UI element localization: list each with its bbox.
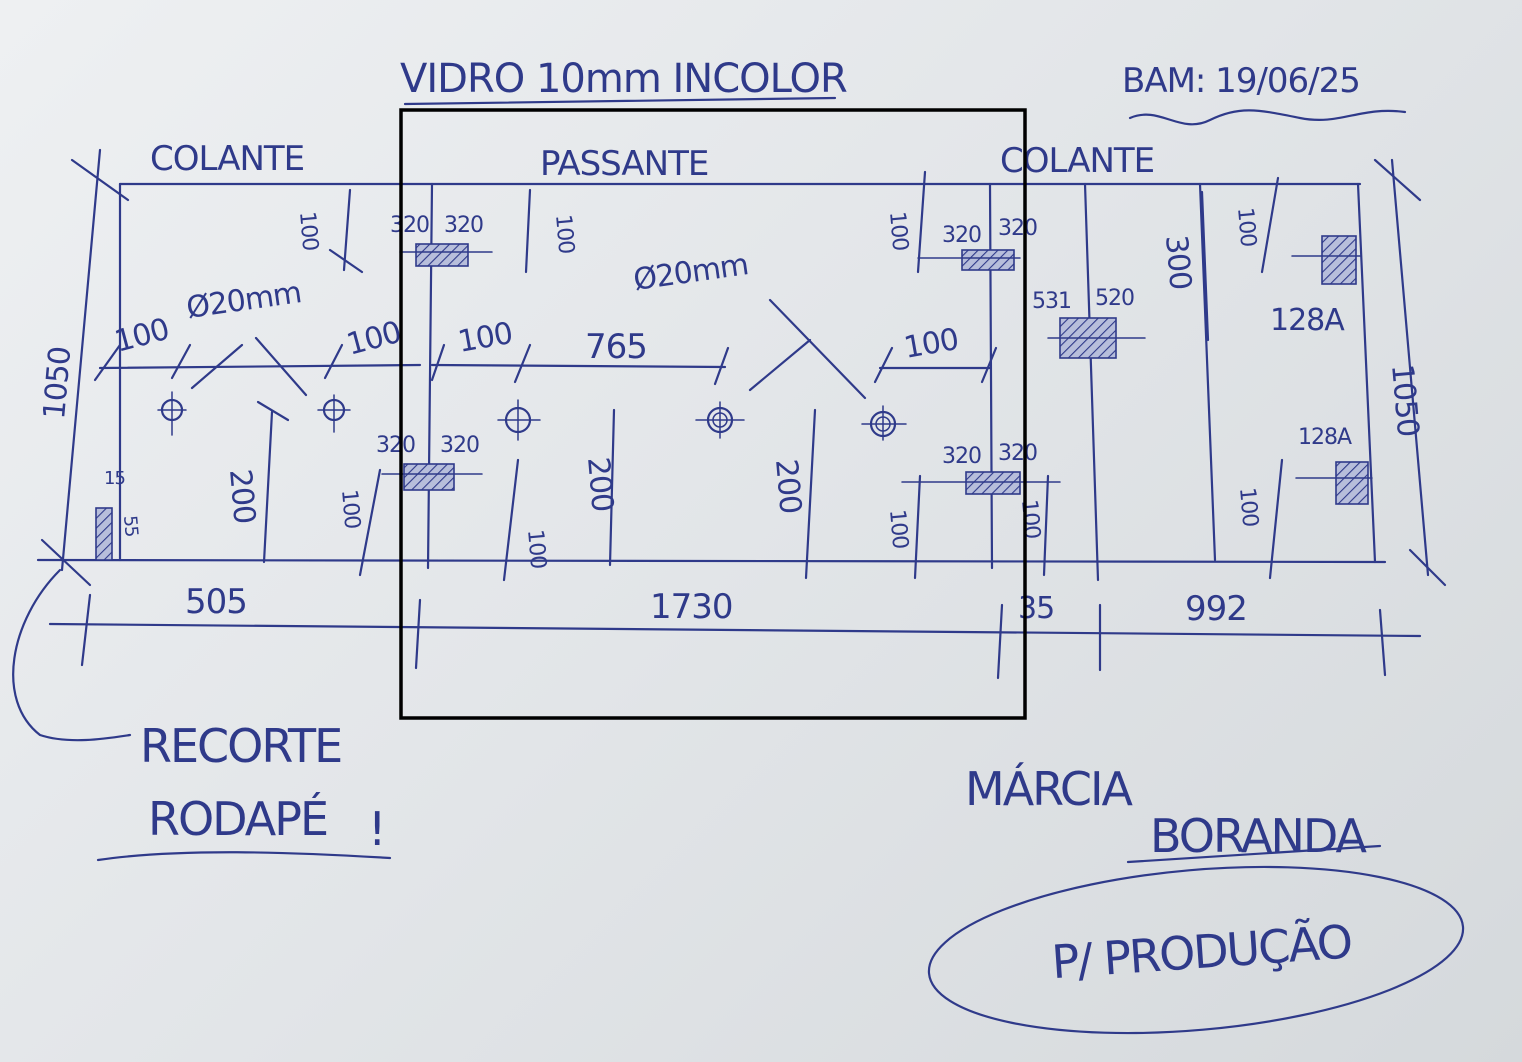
dim-520: 520 bbox=[1095, 286, 1134, 311]
hatch-block-far-right-top bbox=[1321, 235, 1357, 285]
dim-center-100-vert-c-line bbox=[1042, 474, 1050, 577]
dim-320-rt-1: 320 bbox=[942, 223, 981, 248]
dim-100-top-right-line bbox=[916, 170, 927, 274]
cutout-note-line1: RECORTE bbox=[140, 719, 341, 773]
height-label-left: 1050 bbox=[37, 346, 78, 421]
width-label-992: 992 bbox=[1185, 589, 1247, 629]
hole-center-1 bbox=[497, 399, 541, 441]
zone-label-center: PASSANTE bbox=[540, 144, 708, 184]
dim-100-top-center-line bbox=[524, 188, 532, 274]
dim-128a-bottom: 128A bbox=[1298, 425, 1352, 450]
dim-100-top-center: 100 bbox=[550, 213, 578, 254]
client-line1: MÁRCIA bbox=[965, 762, 1134, 816]
hatch-block-left-bottom bbox=[403, 463, 455, 491]
cutout-underline bbox=[96, 851, 392, 862]
dim-center-100-vert-b-line bbox=[913, 474, 922, 580]
dim-center-100-a: 100 bbox=[455, 316, 515, 360]
dim-center-100-vert-line bbox=[502, 458, 520, 582]
hole-left-1 bbox=[157, 391, 187, 436]
hole-left-2 bbox=[317, 394, 351, 433]
dim-center-200-a: 200 bbox=[580, 456, 620, 513]
hole-label-center: Ø20mm bbox=[631, 247, 750, 298]
dim-center-100-vert-b: 100 bbox=[884, 508, 912, 549]
width-label-505: 505 bbox=[185, 582, 247, 622]
hole-leader-center-a bbox=[748, 338, 812, 392]
dim-100-top-right: 100 bbox=[884, 210, 912, 251]
dim-100-far-right-b-line bbox=[1268, 458, 1284, 580]
dim-left-100-b: 100 bbox=[343, 315, 404, 363]
spacing-dimension-center bbox=[430, 343, 998, 386]
title-text: VIDRO 10mm INCOLOR bbox=[400, 56, 847, 102]
dim-left-200: 200 bbox=[222, 468, 262, 525]
hole-leader-center-b bbox=[768, 298, 867, 400]
dim-100-far-right-line bbox=[1260, 176, 1280, 274]
bottom-dimension-line bbox=[48, 593, 1422, 680]
hole-center-3 bbox=[861, 405, 907, 441]
height-dimension-right bbox=[1373, 158, 1447, 587]
dim-left-200-tick bbox=[256, 400, 290, 422]
dim-left-200-line bbox=[262, 410, 274, 564]
production-stamp-ellipse bbox=[927, 865, 1465, 1035]
width-label-1730: 1730 bbox=[650, 587, 733, 627]
date-underline bbox=[1128, 109, 1407, 126]
dim-128a-top: 128A bbox=[1270, 303, 1345, 338]
dim-center-200-b: 200 bbox=[768, 458, 808, 515]
hole-center-2 bbox=[695, 401, 745, 439]
cutout-exclaim: ! bbox=[368, 802, 384, 856]
dim-left-100-vert: 100 bbox=[336, 488, 364, 529]
dim-320-rt-2: 320 bbox=[998, 216, 1037, 241]
hatch-block-right-bottom bbox=[965, 471, 1021, 495]
dim-320-lb-2: 320 bbox=[440, 433, 479, 458]
dim-100-top-left-line bbox=[342, 188, 352, 272]
dim-300: 300 bbox=[1158, 234, 1198, 291]
dim-center-765: 765 bbox=[585, 327, 647, 367]
height-label-right: 1050 bbox=[1384, 363, 1425, 438]
hatch-block-left-top bbox=[415, 243, 469, 267]
dim-100-top-left-tick bbox=[328, 248, 364, 274]
date-text: BAM: 19/06/25 bbox=[1122, 61, 1360, 101]
dim-center-200-a-line bbox=[608, 408, 616, 567]
dim-320-rb-1: 320 bbox=[942, 444, 981, 469]
dim-320-rb-2: 320 bbox=[998, 441, 1037, 466]
dim-320-lt-2: 320 bbox=[444, 213, 483, 238]
dim-center-100-b: 100 bbox=[901, 322, 961, 366]
dim-100-far-right: 100 bbox=[1232, 206, 1260, 247]
height-dimension-left bbox=[40, 148, 130, 587]
hatch-block-right-top bbox=[961, 249, 1015, 271]
dim-center-200-b-line bbox=[804, 408, 817, 580]
client-line2: BORANDA bbox=[1150, 809, 1368, 863]
dim-531: 531 bbox=[1032, 289, 1071, 314]
dim-15: 15 bbox=[104, 468, 125, 489]
dim-center-100-vert-c: 100 bbox=[1016, 498, 1044, 539]
production-note: P/ PRODUÇÃO bbox=[1050, 914, 1353, 989]
dim-left-100-vert-line bbox=[358, 468, 382, 577]
dim-320-lt-1: 320 bbox=[390, 213, 429, 238]
zone-label-left: COLANTE bbox=[150, 139, 304, 179]
client-underline bbox=[1126, 844, 1382, 864]
hatch-block-rodape bbox=[95, 507, 113, 561]
zone-label-right: COLANTE bbox=[1000, 141, 1154, 181]
hole-label-left: Ø20mm bbox=[184, 275, 303, 326]
dim-320-lb-1: 320 bbox=[376, 433, 415, 458]
dim-300-line bbox=[1200, 190, 1210, 342]
highlight-frame bbox=[399, 108, 1027, 720]
title-underline bbox=[403, 96, 837, 106]
dim-100-top-left: 100 bbox=[294, 210, 322, 251]
cutout-note-line2: RODAPÉ bbox=[148, 792, 327, 846]
dim-100-far-right-b: 100 bbox=[1234, 486, 1262, 527]
spacing-dimension-left bbox=[93, 343, 422, 382]
dim-center-100-vert: 100 bbox=[522, 528, 550, 569]
hatch-block-far-right-bottom bbox=[1335, 461, 1369, 505]
cutout-callout-arc bbox=[12, 568, 132, 742]
dim-55: 55 bbox=[119, 515, 142, 538]
